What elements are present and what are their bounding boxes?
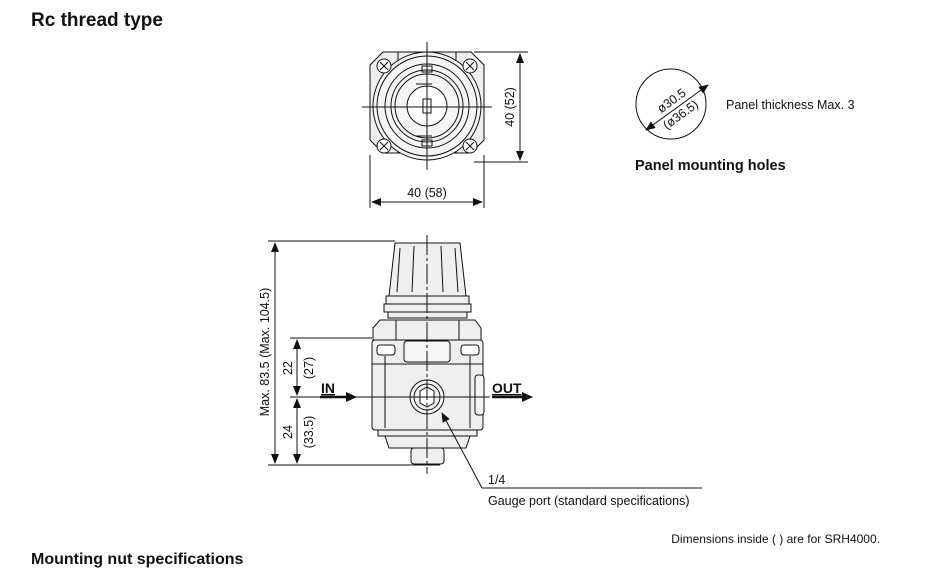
- panel-thickness-note: Panel thickness Max. 3: [726, 98, 855, 112]
- screw-icon: [376, 138, 392, 154]
- screw-icon: [462, 58, 478, 74]
- lower-dim-label: 24: [281, 425, 295, 439]
- outlet-label: OUT: [492, 380, 522, 396]
- gauge-port-leader: [441, 412, 483, 489]
- lower-dim-alt-label: (33.5): [302, 416, 316, 449]
- screw-icon: [462, 138, 478, 154]
- top-view-width-label: 40 (58): [407, 186, 447, 200]
- upper-dim-alt-label: (27): [302, 357, 316, 379]
- gauge-port-label: Gauge port (standard specifications): [488, 494, 690, 508]
- screw-icon: [376, 58, 392, 74]
- page-title: Rc thread type: [31, 10, 163, 31]
- top-view: [362, 42, 528, 208]
- inlet-label: IN: [321, 380, 335, 396]
- upper-dim-label: 22: [281, 361, 295, 375]
- top-view-height-label: 40 (52): [503, 87, 517, 127]
- gauge-port-size: 1/4: [488, 473, 505, 487]
- next-section-heading: Mounting nut specifications: [31, 551, 244, 568]
- footnote: Dimensions inside ( ) are for SRH4000.: [671, 532, 880, 546]
- front-view: [330, 235, 490, 474]
- overall-height-label: Max. 83.5 (Max. 104.5): [258, 288, 272, 417]
- diameter-arrow: [645, 84, 709, 131]
- front-view-dimensions: [268, 240, 702, 489]
- outlet-arrow-icon: [492, 392, 533, 402]
- panel-hole: [635, 68, 709, 140]
- inlet-arrow-icon: [320, 392, 357, 402]
- panel-mounting-holes-caption: Panel mounting holes: [635, 158, 786, 174]
